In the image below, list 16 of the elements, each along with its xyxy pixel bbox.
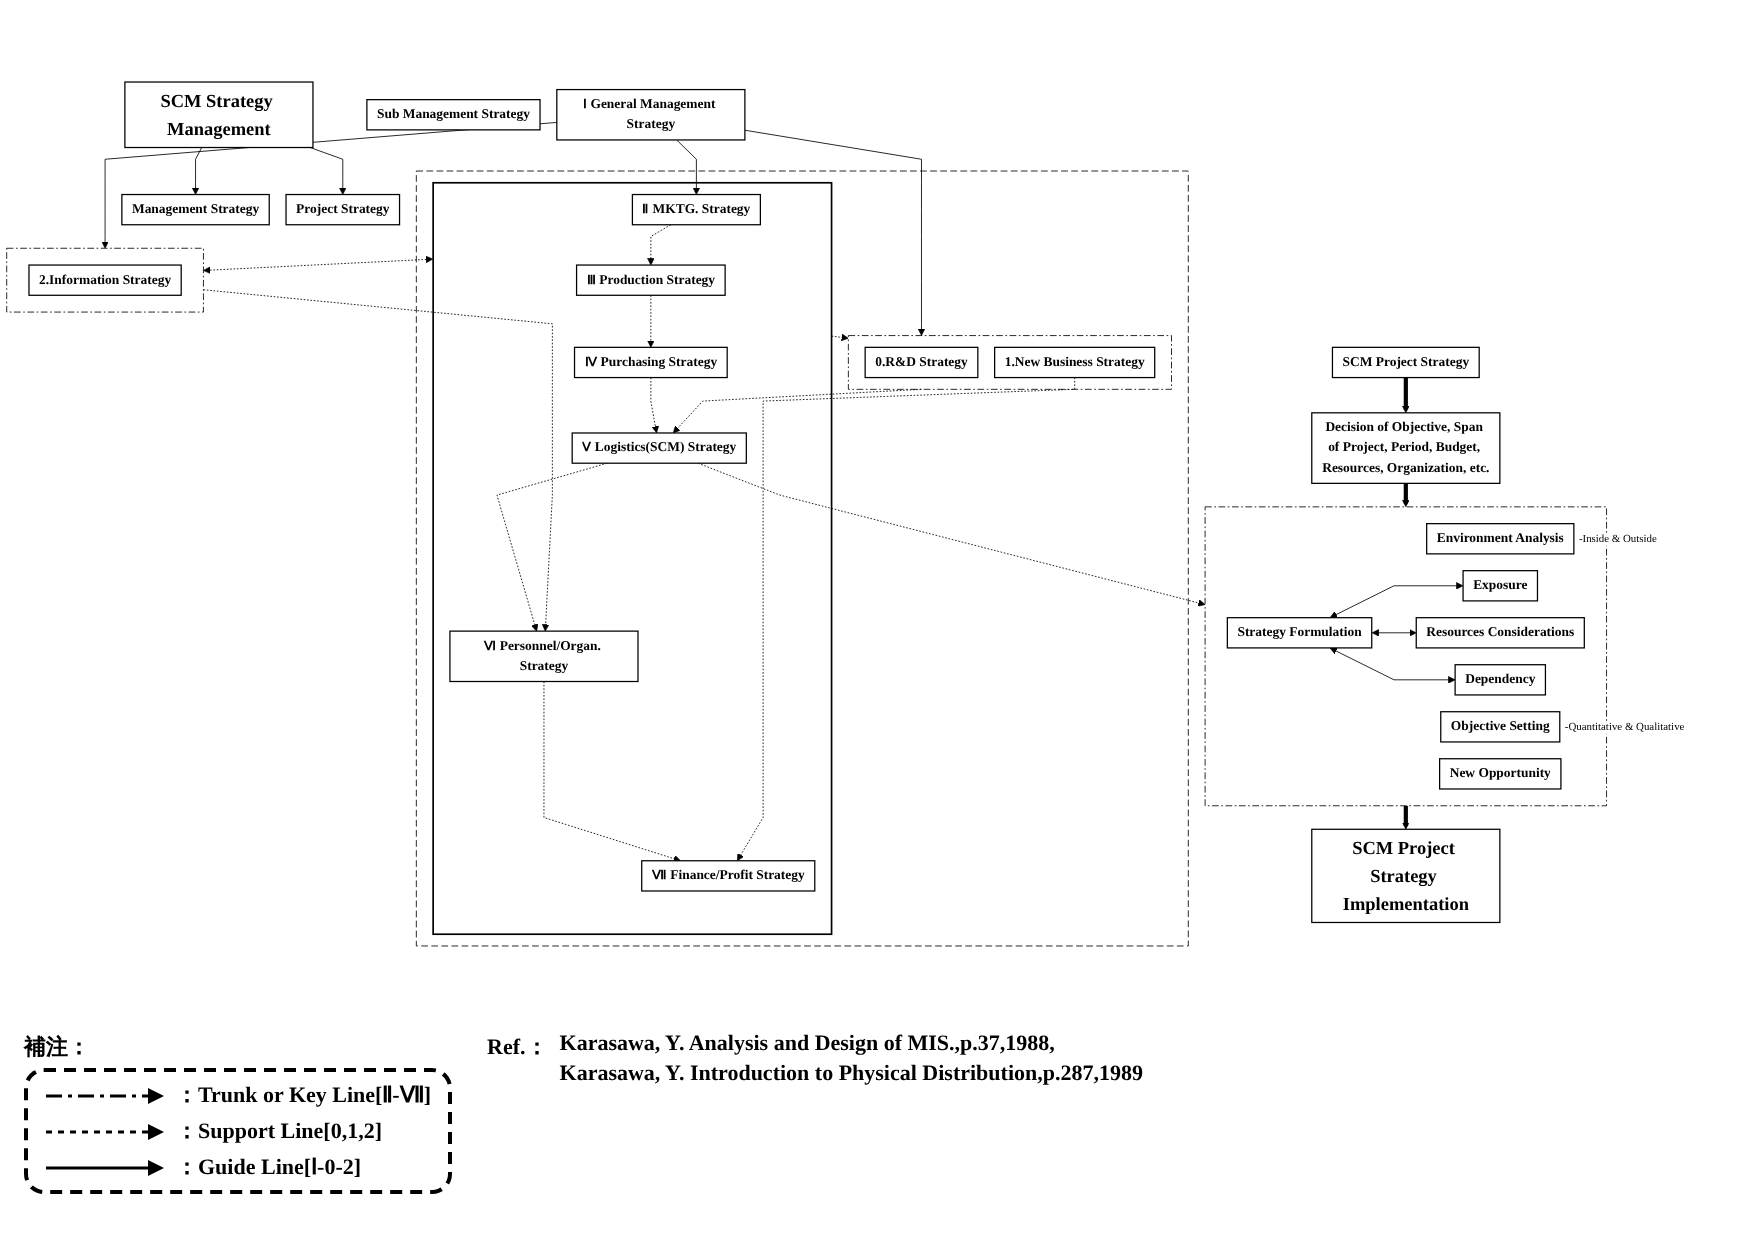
arrow [1402, 377, 1410, 414]
node-box: SCM Strategy Management [124, 81, 314, 149]
arrow [1402, 805, 1410, 830]
cluster [847, 335, 1172, 390]
legend-text: ：Trunk or Key Line[Ⅱ-Ⅶ] [176, 1082, 432, 1110]
cluster [415, 170, 1189, 947]
reference-text: Karasawa, Y. Introduction to Physical Distribution,p.287,1989 [559, 1062, 1144, 1086]
legend-text: ：Support Line[0,1,2] [176, 1118, 382, 1146]
node-box: SCM Project Strategy Implementation [1311, 828, 1501, 924]
reference-heading: Ref.： [487, 1034, 548, 1064]
reference-text: Karasawa, Y. Analysis and Design of MIS.,p.37,1988, [559, 1032, 1057, 1056]
note-heading: 補注： [24, 1033, 92, 1062]
cluster [432, 181, 833, 936]
legend-text: ：Guide Line[Ⅰ-0-2] [176, 1154, 362, 1182]
arrow [1402, 483, 1410, 508]
cluster [6, 247, 204, 313]
